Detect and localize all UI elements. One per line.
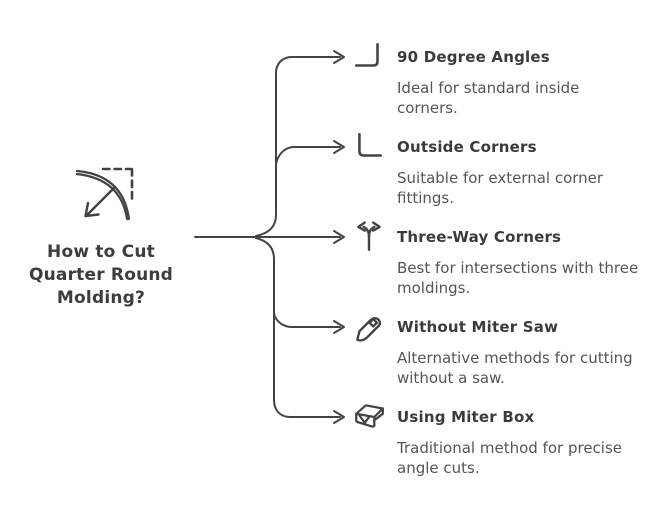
branch-three-way-corners: Three-Way Corners Best for intersections… <box>352 221 643 298</box>
outside-corner-icon <box>358 132 382 157</box>
inside-corner-icon <box>354 42 379 67</box>
branch-description: Traditional method for precise angle cut… <box>397 439 622 477</box>
lower-spine <box>255 237 341 418</box>
branch-description: Ideal for standard inside corners. <box>397 79 580 117</box>
miter-box-icon <box>355 404 384 428</box>
branch-description: Best for intersections with three moldin… <box>397 259 639 297</box>
arrowhead-row5 <box>333 410 345 424</box>
branch-title: Three-Way Corners <box>397 228 562 246</box>
branch-title: Without Miter Saw <box>397 318 559 336</box>
utility-knife-icon <box>356 317 382 342</box>
branch-title: Using Miter Box <box>397 408 535 426</box>
branch-90-degree-angles: 90 Degree Angles Ideal for standard insi… <box>352 42 643 118</box>
quarter-round-cut-icon <box>75 167 134 221</box>
branch-title: 90 Degree Angles <box>397 48 550 66</box>
central-topic-title: How to Cut Quarter Round Molding? <box>28 242 174 308</box>
tee-row2 <box>275 146 341 166</box>
branch-title: Outside Corners <box>397 138 537 156</box>
branch-using-miter-box: Using Miter Box Traditional method for p… <box>352 404 643 478</box>
branch-description: Suitable for external corner fittings. <box>397 169 604 207</box>
three-way-junction-icon <box>357 221 381 251</box>
branch-without-miter-saw: Without Miter Saw Alternative methods fo… <box>352 316 643 388</box>
branch-description: Alternative methods for cutting without … <box>397 349 633 387</box>
arrowhead-row1 <box>333 50 345 64</box>
upper-spine <box>255 56 341 237</box>
arrowhead-row2 <box>333 140 345 154</box>
arrowhead-row4 <box>333 320 345 334</box>
arrowhead-row3 <box>333 230 345 244</box>
tee-row4 <box>273 312 341 328</box>
branch-outside-corners: Outside Corners Suitable for external co… <box>352 132 643 208</box>
